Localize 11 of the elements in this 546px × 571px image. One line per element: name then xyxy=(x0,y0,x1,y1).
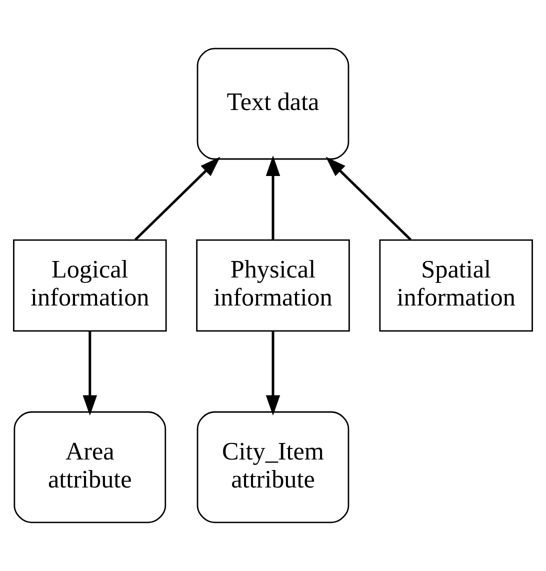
node-box: Spatial information xyxy=(379,239,533,332)
node-box: Logical information xyxy=(13,239,167,332)
node-box: Area attribute xyxy=(14,411,166,524)
node-box: Physical information xyxy=(196,239,350,332)
arrow xyxy=(266,156,280,240)
arrow xyxy=(82,331,98,416)
arrow xyxy=(326,156,412,241)
node-box: City_Item attribute xyxy=(196,411,350,524)
node-box: Text data xyxy=(196,48,350,160)
arrow xyxy=(134,156,220,241)
arrow xyxy=(266,331,280,416)
